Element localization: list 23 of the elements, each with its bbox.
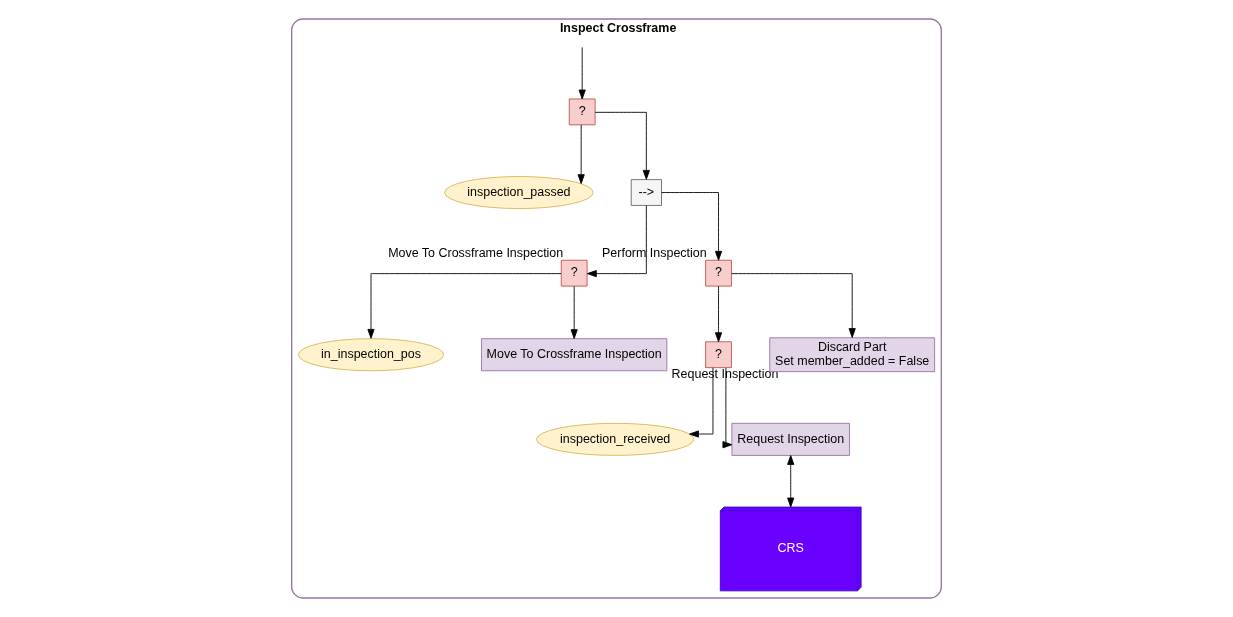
arrow xyxy=(731,273,856,338)
arrow xyxy=(689,367,714,438)
node-ellipse: in_inspection_pos xyxy=(297,338,445,372)
node-box: ? xyxy=(568,98,596,126)
arrow xyxy=(570,285,578,339)
node-box: Request Inspection xyxy=(731,422,850,456)
node-label: Perform Inspection xyxy=(602,245,707,260)
node-box: ? xyxy=(560,259,588,287)
arrow xyxy=(661,192,723,261)
arrow xyxy=(787,455,795,508)
arrow xyxy=(722,367,733,449)
node-ellipse: inspection_received xyxy=(536,422,695,456)
node-box: ? xyxy=(705,341,732,369)
arrow xyxy=(578,46,586,100)
node-label: Move To Crossframe Inspection xyxy=(388,245,564,260)
arrow xyxy=(577,124,585,185)
node-box: ? xyxy=(705,259,732,287)
arrow xyxy=(714,285,723,343)
arrow xyxy=(594,111,650,180)
node-box: --> xyxy=(630,179,662,206)
arrow xyxy=(586,205,647,278)
node-box: Move To Crossframe Inspection xyxy=(481,338,668,372)
arrow xyxy=(367,273,562,339)
